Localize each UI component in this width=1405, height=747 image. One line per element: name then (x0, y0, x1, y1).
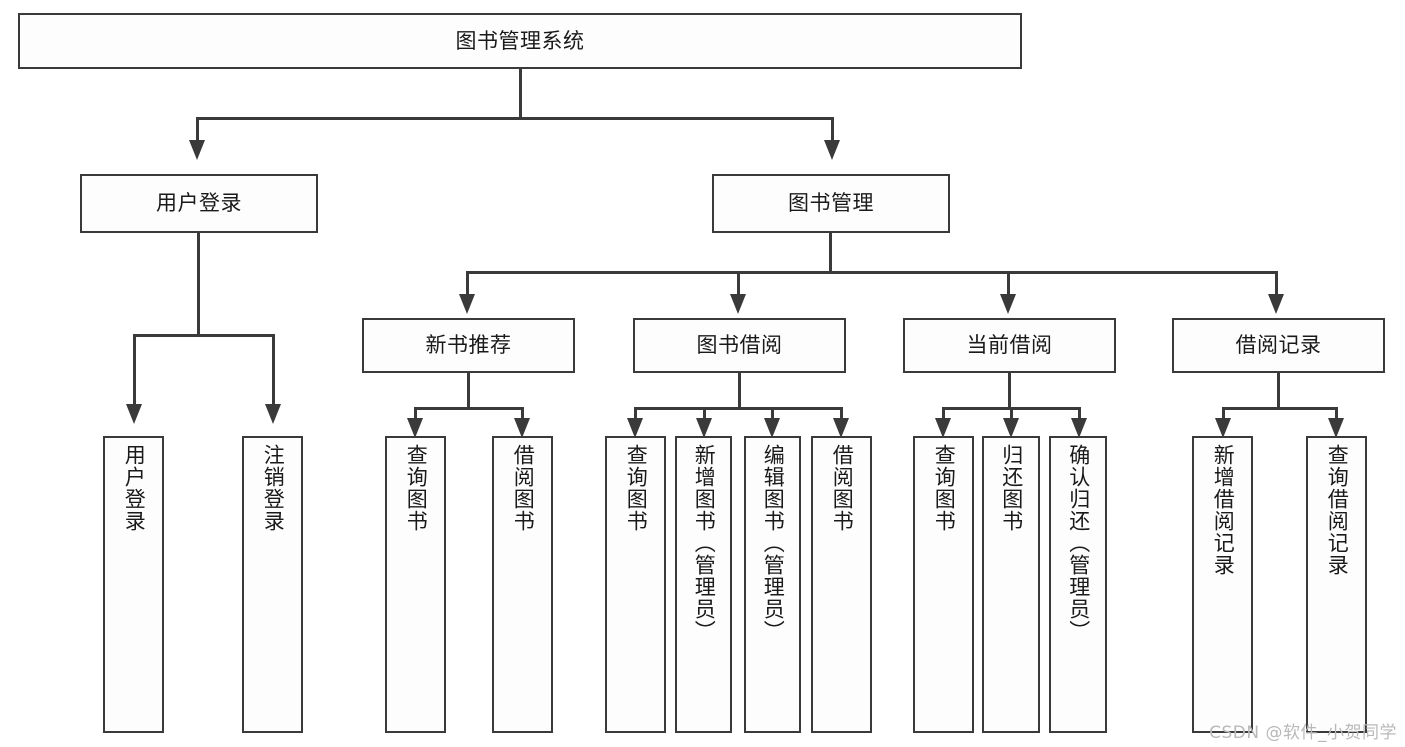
node-label: 新增图书（管理员） (692, 444, 717, 642)
edge-bm-drop-1 (466, 271, 469, 296)
node-label: 查询图书 (624, 444, 649, 532)
leaf-cb-return-book[interactable]: 归还图书 (982, 436, 1040, 733)
edge-nbr-spine (467, 373, 470, 409)
arrow-leaf-user-login (126, 404, 142, 424)
arrow-to-book-borrow (730, 294, 746, 314)
leaf-br-add-record[interactable]: 新增借阅记录 (1192, 436, 1253, 733)
leaf-bb-edit-book-admin[interactable]: 编辑图书（管理员） (744, 436, 801, 733)
edge-user-login-drop-1 (133, 334, 136, 406)
node-label: 图书管理 (788, 191, 874, 216)
edge-br-drop-1 (1222, 407, 1225, 422)
edge-user-login-bar (133, 334, 275, 337)
leaf-cb-query-book[interactable]: 查询图书 (913, 436, 974, 733)
edge-bb-bar (634, 407, 843, 410)
edge-bm-drop-4 (1275, 271, 1278, 296)
arrow-to-user-login (189, 140, 205, 160)
edge-br-drop-2 (1335, 407, 1338, 422)
arrow-to-new-book-recommend (459, 294, 475, 314)
node-label: 用户登录 (156, 191, 242, 216)
arrow-to-borrow-record (1268, 294, 1284, 314)
leaf-br-query-record[interactable]: 查询借阅记录 (1306, 436, 1367, 733)
edge-bb-drop-3 (771, 407, 774, 422)
edge-bb-drop-1 (634, 407, 637, 422)
arrow-leaf-cb-2 (1003, 418, 1019, 438)
edge-book-manage-spine (829, 233, 832, 273)
node-label: 借阅图书 (830, 444, 855, 532)
node-user-login[interactable]: 用户登录 (80, 174, 318, 233)
node-label: 图书管理系统 (455, 28, 585, 53)
node-borrow-record[interactable]: 借阅记录 (1172, 318, 1385, 373)
arrow-leaf-cb-3 (1071, 418, 1087, 438)
leaf-logout[interactable]: 注销登录 (242, 436, 303, 733)
node-label: 注销登录 (261, 444, 286, 532)
edge-nbr-drop-2 (521, 407, 524, 422)
edge-cb-spine (1008, 373, 1011, 409)
node-label: 查询借阅记录 (1325, 444, 1350, 576)
arrow-to-current-borrow (1000, 294, 1016, 314)
arrow-leaf-br-1 (1215, 418, 1231, 438)
node-label: 确认归还（管理员） (1066, 444, 1091, 642)
edge-to-book-manage (831, 117, 834, 142)
edge-nbr-bar (414, 407, 524, 410)
leaf-bb-add-book-admin[interactable]: 新增图书（管理员） (675, 436, 732, 733)
node-label: 编辑图书（管理员） (761, 444, 786, 642)
node-label: 查询图书 (404, 444, 429, 532)
leaf-user-login[interactable]: 用户登录 (103, 436, 164, 733)
edge-root-bar (196, 117, 834, 120)
arrow-leaf-bb-2 (696, 418, 712, 438)
edge-br-spine (1277, 373, 1280, 409)
node-label: 归还图书 (999, 444, 1024, 532)
arrow-leaf-nbr-1 (407, 418, 423, 438)
edge-cb-drop-3 (1078, 407, 1081, 422)
edge-to-user-login (196, 117, 199, 142)
edge-user-login-drop-2 (272, 334, 275, 406)
node-book-management[interactable]: 图书管理 (712, 174, 950, 233)
arrow-leaf-bb-3 (764, 418, 780, 438)
edge-bm-drop-2 (737, 271, 740, 296)
edge-br-bar (1222, 407, 1338, 410)
leaf-nbr-query-book[interactable]: 查询图书 (385, 436, 446, 733)
edge-root-spine (519, 69, 522, 119)
edge-book-manage-bar (466, 271, 1278, 274)
arrow-to-book-manage (824, 140, 840, 160)
node-label: 当前借阅 (966, 333, 1053, 358)
node-label: 借阅记录 (1235, 333, 1322, 358)
arrow-leaf-bb-4 (833, 418, 849, 438)
edge-user-login-spine (197, 233, 200, 337)
edge-bb-drop-2 (703, 407, 706, 422)
arrow-leaf-nbr-2 (514, 418, 530, 438)
leaf-bb-borrow-book[interactable]: 借阅图书 (811, 436, 872, 733)
edge-bm-drop-3 (1007, 271, 1010, 296)
node-label: 新增借阅记录 (1211, 444, 1236, 576)
edge-bb-spine (738, 373, 741, 409)
leaf-cb-confirm-return-admin[interactable]: 确认归还（管理员） (1049, 436, 1107, 733)
node-current-borrow[interactable]: 当前借阅 (903, 318, 1116, 373)
edge-bb-drop-4 (840, 407, 843, 422)
node-label: 新书推荐 (425, 333, 512, 358)
arrow-leaf-logout (265, 404, 281, 424)
node-label: 用户登录 (122, 444, 147, 532)
edge-nbr-drop-1 (414, 407, 417, 422)
edge-cb-drop-2 (1010, 407, 1013, 422)
arrow-leaf-bb-1 (627, 418, 643, 438)
arrow-leaf-cb-1 (935, 418, 951, 438)
edge-cb-drop-1 (942, 407, 945, 422)
node-new-book-recommend[interactable]: 新书推荐 (362, 318, 575, 373)
node-root-library-system[interactable]: 图书管理系统 (18, 13, 1022, 69)
node-label: 借阅图书 (511, 444, 536, 532)
node-label: 图书借阅 (696, 333, 783, 358)
arrow-leaf-br-2 (1328, 418, 1344, 438)
leaf-nbr-borrow-book[interactable]: 借阅图书 (492, 436, 553, 733)
leaf-bb-query-book[interactable]: 查询图书 (605, 436, 666, 733)
node-book-borrow[interactable]: 图书借阅 (633, 318, 846, 373)
node-label: 查询图书 (932, 444, 957, 532)
